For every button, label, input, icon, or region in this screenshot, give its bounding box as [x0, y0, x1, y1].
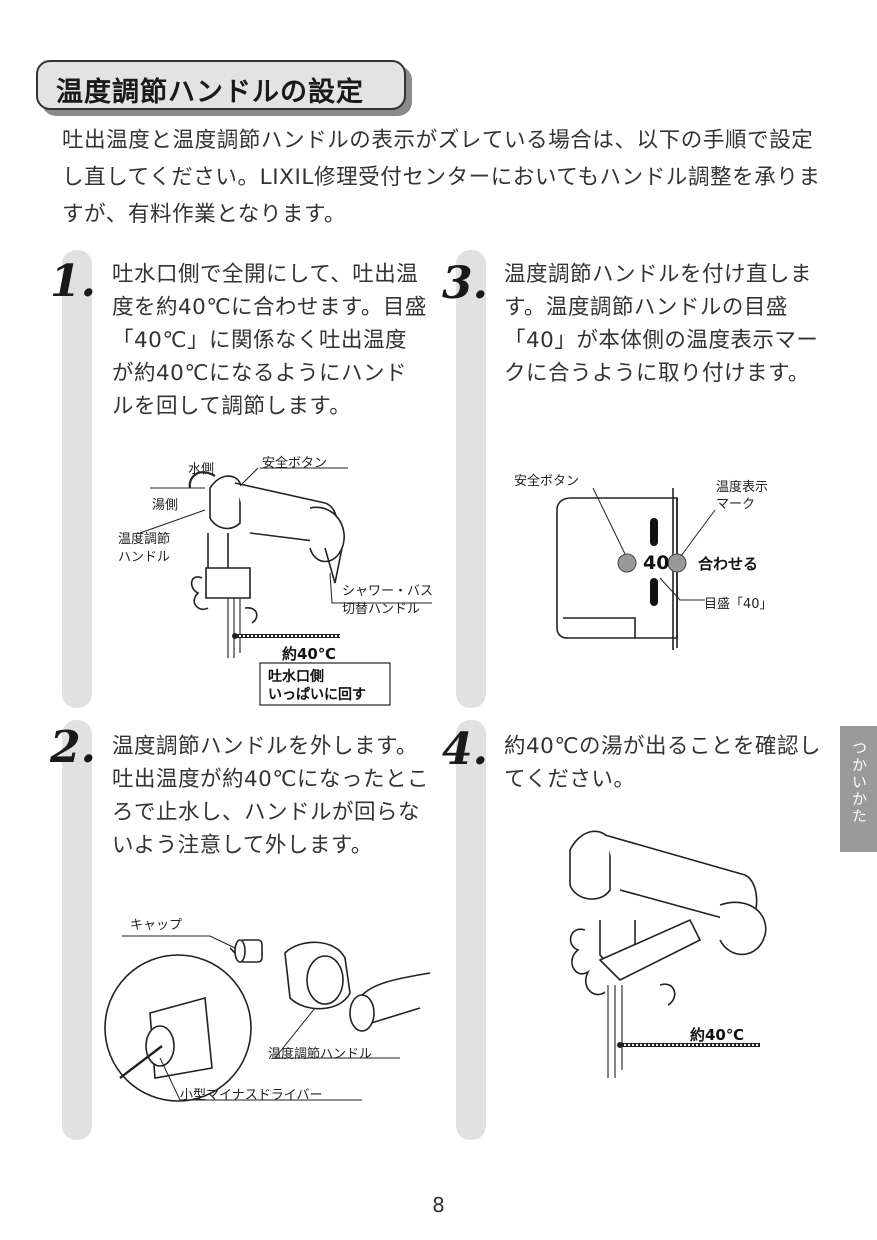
step-1-label-temp: 約40℃	[282, 645, 337, 663]
intro-text: 吐出温度と温度調節ハンドルの表示がズレている場合は、以下の手順で設定し直してくだ…	[62, 128, 821, 227]
step-2-label-driver: 小型マイナスドライバー	[180, 1088, 323, 1103]
step-2-handle-removal-illustration	[104, 935, 431, 1102]
step-1-label-temp-handle-2: ハンドル	[118, 550, 171, 565]
step-3-text: 温度調節ハンドルを付け直します。温度調節ハンドルの目盛「40」が本体側の温度表示…	[504, 262, 819, 386]
step-1-text: 吐水口側で全開にして、吐出温度を約40℃に合わせます。目盛「40℃」に関係なく吐…	[112, 262, 427, 419]
step-1-bar	[62, 250, 92, 708]
step-1-label-safety: 安全ボタン	[262, 456, 328, 471]
side-tab-label: つかいかた	[850, 740, 868, 825]
step-1-box-line-2: いっぱいに回す	[268, 687, 366, 703]
step-3-label-mark-1: 温度表示	[716, 480, 769, 495]
step-3-bar	[456, 250, 486, 708]
step-1-label-hot: 湯側	[152, 498, 179, 513]
section-title: 温度調節ハンドルの設定	[56, 77, 364, 108]
step-2-bar	[62, 720, 92, 1140]
step-1-label-temp-handle-1: 温度調節	[118, 532, 171, 547]
step-4-faucet-illustration	[569, 830, 767, 1078]
step-1-number: 1.	[50, 256, 96, 307]
step-2-label-cap: キャップ	[130, 918, 183, 933]
step-1-faucet-illustration	[139, 467, 432, 706]
step-1-box-line-1: 吐水口側	[268, 669, 324, 685]
step-3-label-mark-2: マーク	[716, 497, 756, 512]
step-1-label-water: 水側	[188, 462, 215, 477]
step-3-label-safety: 安全ボタン	[514, 474, 580, 489]
step-4-bar	[456, 720, 486, 1140]
step-4-number: 4.	[442, 724, 488, 775]
step-2-label-handle: 温度調節ハンドル	[268, 1047, 373, 1062]
step-2-text: 温度調節ハンドルを外します。吐出温度が約40℃になったところで止水し、ハンドルが…	[112, 734, 430, 858]
step-3-alignment-illustration	[556, 488, 716, 650]
step-2-number: 2.	[50, 722, 96, 773]
step-4-label-temp: 約40℃	[690, 1026, 745, 1044]
page-number: 8	[432, 1193, 445, 1217]
step-3-number: 3.	[442, 258, 488, 309]
section-title-box: 温度調節ハンドルの設定	[36, 60, 406, 110]
step-3-label-align: 合わせる	[698, 555, 759, 573]
side-tab: つかいかた	[840, 726, 877, 852]
step-4-text: 約40℃の湯が出ることを確認してください。	[504, 734, 822, 792]
step-3-label-value: 40	[643, 552, 670, 574]
step-1-label-shower-2: 切替ハンドル	[342, 602, 421, 617]
step-3-label-scale: 目盛「40」	[704, 597, 773, 612]
step-1-label-shower-1: シャワー・バス	[342, 584, 434, 599]
